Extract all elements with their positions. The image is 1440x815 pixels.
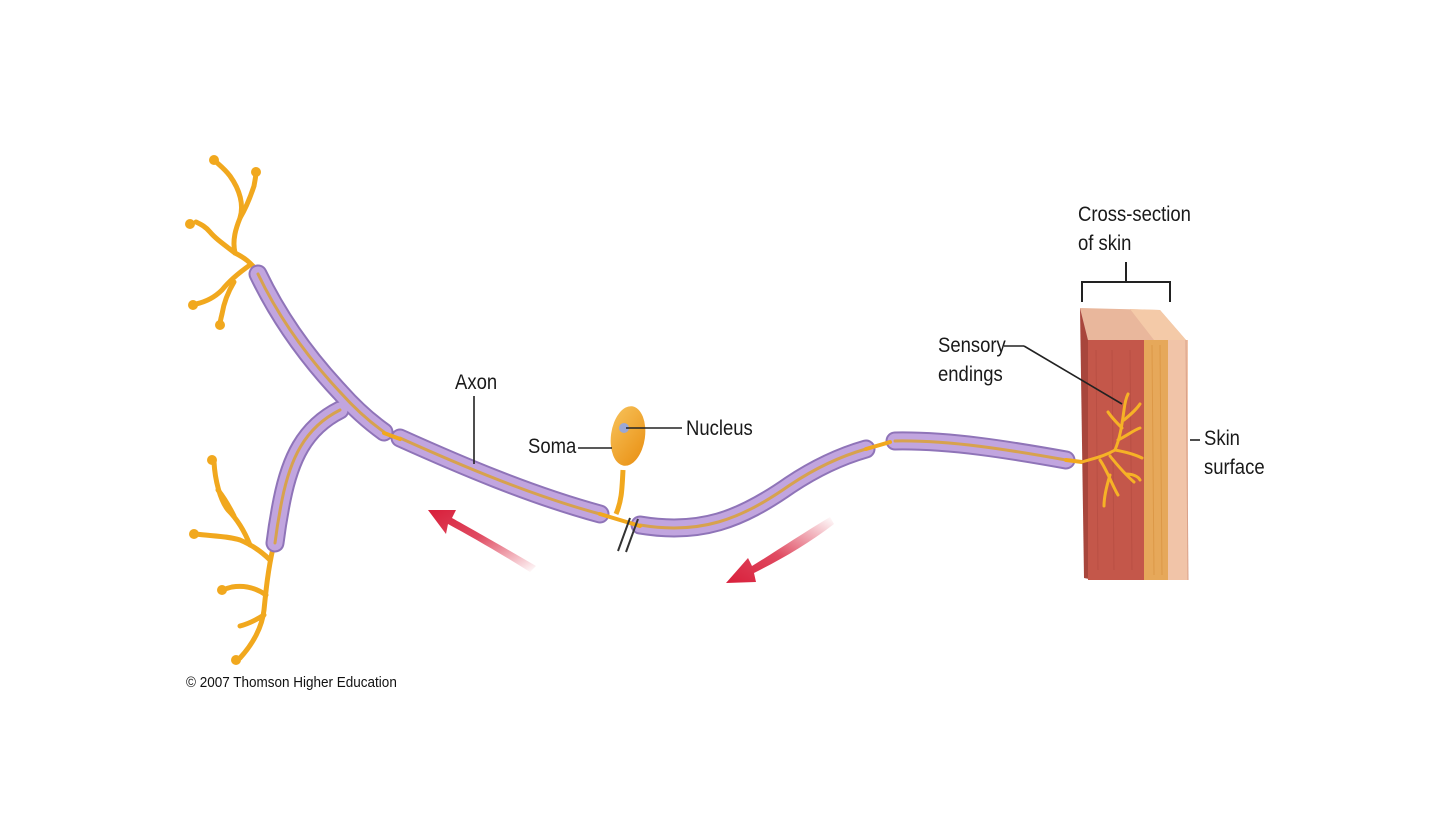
- signal-direction-arrow-right: [726, 517, 834, 583]
- soma-stalk: [613, 469, 626, 515]
- soma-label: Soma: [528, 435, 577, 458]
- soma-body: [610, 406, 646, 466]
- axon-label: Axon: [455, 371, 498, 394]
- cross-section-bracket: [1081, 262, 1171, 302]
- cross-section-label-line2: of skin: [1078, 232, 1132, 255]
- cross-section-label-line1: Cross-section: [1078, 203, 1191, 226]
- skin-surface-label-line1: Skin: [1204, 427, 1240, 450]
- upper-terminal-bulbs: [185, 155, 261, 330]
- lower-terminal-branches: [193, 459, 276, 661]
- leader-lines: [473, 345, 1200, 464]
- nucleus-label: Nucleus: [686, 417, 753, 440]
- nodes-of-ranvier: [382, 431, 1084, 528]
- upper-terminal-branches: [193, 157, 261, 327]
- axon-sheath: [248, 264, 1076, 553]
- sensory-endings-label-line1: Sensory: [938, 334, 1006, 357]
- axon-break-marks: [617, 517, 639, 553]
- skin-surface-label-line2: surface: [1204, 456, 1265, 479]
- lower-terminal-bulbs: [189, 455, 241, 665]
- nucleus-shape: [619, 423, 629, 433]
- copyright-notice: © 2007 Thomson Higher Education: [186, 674, 397, 691]
- sensory-ending-branches: [1080, 392, 1144, 508]
- skin-cross-section: [1080, 308, 1189, 581]
- signal-direction-arrow-left: [428, 510, 536, 572]
- sensory-endings-label-line2: endings: [938, 363, 1003, 386]
